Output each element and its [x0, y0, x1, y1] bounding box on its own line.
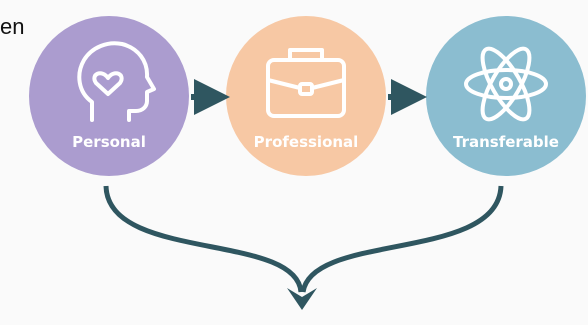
curve-from-personal	[103, 185, 304, 293]
briefcase-icon	[266, 48, 346, 118]
curve-from-transferable	[300, 185, 504, 293]
cropped-heading-text: en	[0, 14, 25, 39]
node-professional-label: Professional	[254, 133, 359, 151]
node-personal: Personal	[29, 16, 189, 176]
atom-icon	[464, 46, 548, 122]
node-personal-label: Personal	[72, 133, 146, 151]
node-professional: Professional	[226, 16, 386, 176]
node-personal-circle	[29, 16, 189, 176]
converge-arrowhead	[287, 288, 317, 310]
node-transferable: Transferable	[426, 16, 586, 176]
head-heart-icon	[77, 41, 156, 122]
node-transferable-label: Transferable	[453, 133, 559, 151]
